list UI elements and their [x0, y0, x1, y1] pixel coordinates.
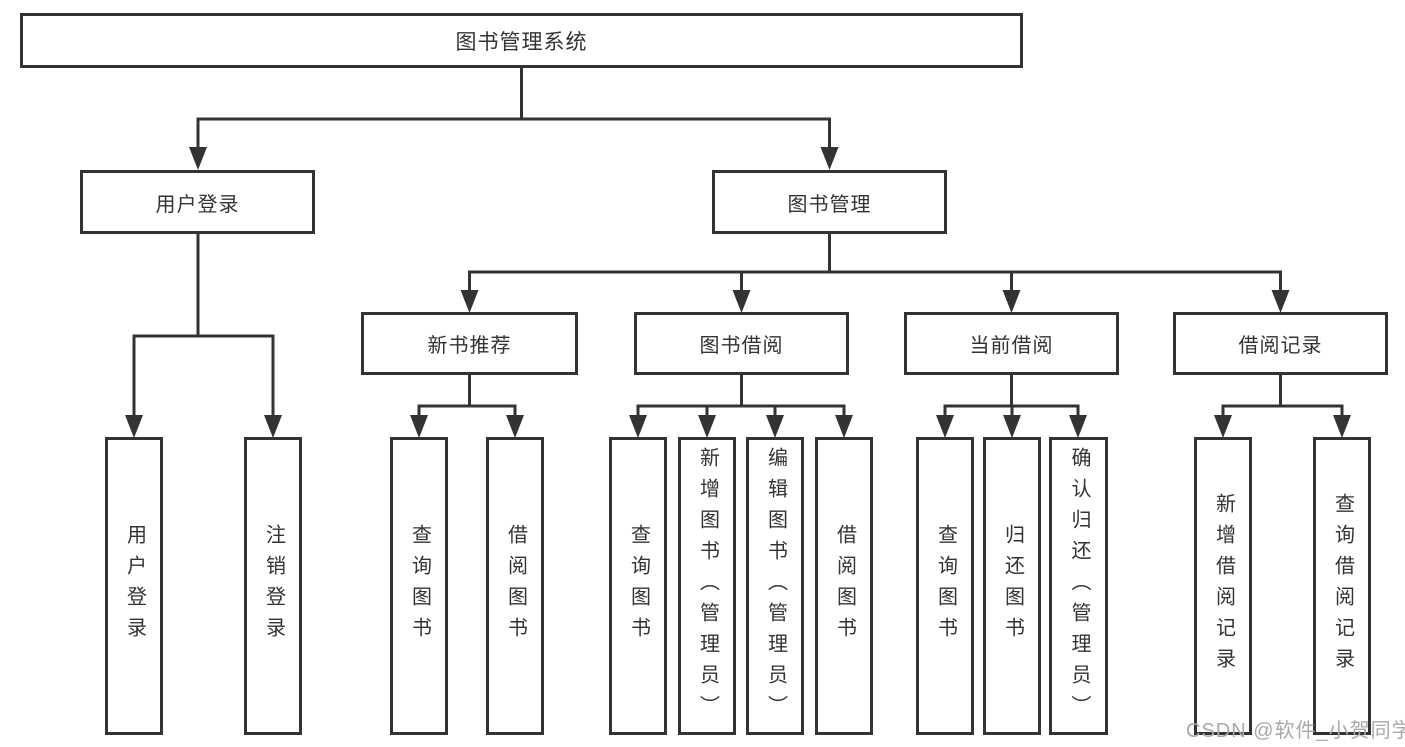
arrowhead-down-icon [820, 147, 839, 170]
arrowhead-down-icon [732, 290, 751, 313]
leaf-query-borrow-record-label: 查询借阅记录 [1331, 493, 1354, 679]
leaf-user-login-label: 用户登录 [123, 524, 146, 648]
node-borrow-records: 借阅记录 [1173, 312, 1388, 375]
node-new-book-recommend: 新书推荐 [361, 312, 578, 375]
leaf-return-book: 归还图书 [983, 437, 1041, 735]
arrowhead-down-icon [766, 415, 784, 438]
leaf-confirm-return-admin: 确认归还（管理员） [1049, 437, 1108, 735]
node-book-borrow-label: 图书借阅 [699, 335, 784, 357]
leaf-return-book-label: 归还图书 [1001, 524, 1024, 648]
leaf-add-book-admin-label: 新增图书（管理员） [696, 446, 719, 726]
arrowhead-down-icon [1214, 415, 1232, 438]
leaf-borrow-books-recommend: 借阅图书 [486, 437, 544, 735]
node-current-borrow: 当前借阅 [904, 312, 1119, 375]
arrowhead-down-icon [835, 415, 853, 438]
arrowhead-group [125, 147, 1351, 438]
arrowhead-down-icon [410, 415, 428, 438]
node-user-login-label: 用户登录 [155, 193, 240, 216]
leaf-add-borrow-record: 新增借阅记录 [1194, 437, 1252, 735]
leaf-confirm-return-admin-label: 确认归还（管理员） [1068, 446, 1090, 726]
leaf-logout: 注销登录 [244, 437, 302, 735]
node-borrow-records-label: 借阅记录 [1238, 335, 1323, 357]
node-user-login: 用户登录 [80, 170, 315, 234]
arrowhead-down-icon [1333, 415, 1351, 438]
leaf-borrow-books-label: 借阅图书 [833, 524, 856, 648]
leaf-borrow-books: 借阅图书 [815, 437, 873, 735]
leaf-edit-book-admin: 编辑图书（管理员） [746, 437, 804, 735]
leaf-add-borrow-record-label: 新增借阅记录 [1212, 493, 1235, 679]
leaf-add-book-admin: 新增图书（管理员） [678, 437, 736, 735]
arrowhead-down-icon [1271, 290, 1290, 313]
arrowhead-down-icon [1003, 415, 1021, 438]
arrowhead-down-icon [1069, 415, 1087, 438]
leaf-query-books-borrow-label: 查询图书 [627, 524, 650, 648]
leaf-borrow-books-recommend-label: 借阅图书 [504, 524, 527, 648]
node-book-management-label: 图书管理 [787, 193, 872, 216]
node-book-management: 图书管理 [712, 170, 947, 234]
arrowhead-down-icon [460, 290, 479, 313]
arrowhead-down-icon [1002, 290, 1021, 313]
leaf-logout-label: 注销登录 [262, 524, 285, 648]
leaf-query-borrow-record: 查询借阅记录 [1313, 437, 1371, 735]
arrowhead-down-icon [936, 415, 954, 438]
leaf-query-books-current: 查询图书 [916, 437, 974, 735]
node-book-borrow: 图书借阅 [634, 312, 849, 375]
arrowhead-down-icon [189, 147, 207, 170]
node-library-system-label: 图书管理系统 [455, 30, 588, 54]
arrowhead-down-icon [125, 415, 143, 438]
node-current-borrow-label: 当前借阅 [969, 335, 1054, 357]
leaf-query-books-recommend-label: 查询图书 [408, 524, 431, 648]
leaf-query-books-recommend: 查询图书 [390, 437, 448, 735]
leaf-edit-book-admin-label: 编辑图书（管理员） [764, 446, 787, 726]
node-new-book-recommend-label: 新书推荐 [427, 335, 512, 357]
arrowhead-down-icon [264, 415, 282, 438]
arrowhead-down-icon [506, 415, 524, 438]
leaf-query-books-current-label: 查询图书 [934, 524, 957, 648]
arrowhead-down-icon [629, 415, 647, 438]
node-library-system: 图书管理系统 [20, 13, 1023, 68]
arrowhead-down-icon [698, 415, 716, 438]
leaf-user-login: 用户登录 [105, 437, 163, 735]
leaf-query-books-borrow: 查询图书 [609, 437, 667, 735]
